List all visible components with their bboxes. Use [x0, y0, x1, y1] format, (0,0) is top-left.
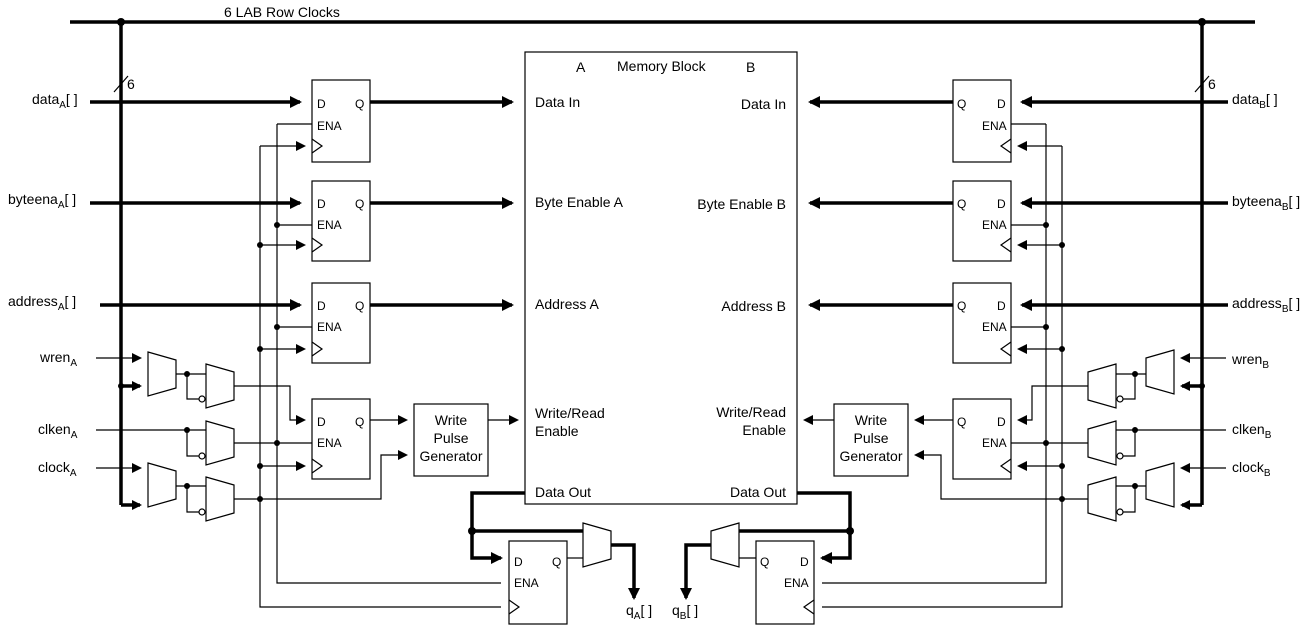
svg-text:Generator: Generator: [839, 448, 902, 464]
register-data-a: D Q ENA: [311, 79, 371, 163]
svg-text:D: D: [317, 97, 326, 111]
svg-text:Q: Q: [957, 97, 966, 111]
memory-block: [524, 51, 798, 505]
svg-text:ENA: ENA: [317, 218, 342, 232]
port-a-data-in-label: Data In: [535, 94, 580, 110]
register-wren-a: D Q ENA: [311, 398, 371, 480]
byteena-b-label: byteenaB[ ]: [1232, 193, 1300, 213]
svg-text:Write: Write: [435, 412, 468, 428]
mux-clock-b-2: [1087, 476, 1124, 522]
address-a-label: addressA[ ]: [8, 293, 76, 313]
svg-text:ENA: ENA: [982, 436, 1007, 450]
svg-text:Q: Q: [552, 555, 561, 569]
svg-text:Q: Q: [760, 555, 769, 569]
port-b-write-read-label: Write/Read: [716, 404, 786, 420]
port-a-data-out-label: Data Out: [535, 484, 591, 500]
svg-text:D: D: [997, 197, 1006, 211]
memory-block-title: Memory Block: [617, 58, 707, 74]
q-a-label: qA[ ]: [626, 602, 652, 622]
svg-text:Q: Q: [355, 415, 364, 429]
svg-text:Pulse: Pulse: [853, 430, 888, 446]
svg-text:ENA: ENA: [982, 218, 1007, 232]
mux-wren-a-2: [198, 363, 235, 409]
svg-text:ENA: ENA: [784, 576, 809, 590]
port-a-write-read-label: Write/Read: [535, 405, 605, 421]
left-wiring: [90, 96, 640, 608]
write-pulse-generator-b: Write Pulse Generator: [833, 403, 909, 477]
svg-text:Q: Q: [355, 299, 364, 313]
wren-a-label: wrenA: [39, 349, 77, 369]
lab-row-clocks-label: 6 LAB Row Clocks: [224, 4, 340, 20]
byteena-a-label: byteenaA[ ]: [8, 191, 76, 211]
port-b-byte-enable-label: Byte Enable B: [697, 196, 786, 212]
memory-port-b-header: B: [746, 59, 755, 75]
clken-b-label: clkenB: [1232, 421, 1272, 441]
address-b-label: addressB[ ]: [1232, 295, 1300, 315]
data-a-label: dataA[ ]: [32, 91, 78, 111]
register-byteena-b: Q D ENA: [952, 180, 1012, 262]
mux-clken-a: [198, 420, 235, 466]
svg-text:Q: Q: [355, 197, 364, 211]
register-wren-b: Q D ENA: [952, 398, 1012, 480]
svg-text:ENA: ENA: [317, 119, 342, 133]
write-pulse-generator-a: Write Pulse Generator: [413, 403, 489, 477]
port-a-address-label: Address A: [535, 296, 599, 312]
wren-b-label: wrenB: [1231, 351, 1269, 371]
port-a-enable-label: Enable: [535, 423, 579, 439]
svg-text:D: D: [317, 299, 326, 313]
svg-text:ENA: ENA: [982, 320, 1007, 334]
register-byteena-a: D Q ENA: [311, 180, 371, 262]
svg-text:D: D: [997, 299, 1006, 313]
port-b-address-label: Address B: [721, 298, 786, 314]
mux-clock-b: [1145, 462, 1175, 508]
svg-text:D: D: [997, 415, 1006, 429]
svg-text:Write: Write: [855, 412, 888, 428]
svg-text:Q: Q: [355, 97, 364, 111]
mux-clken-b: [1087, 420, 1124, 466]
svg-text:Generator: Generator: [419, 448, 482, 464]
svg-text:D: D: [514, 555, 523, 569]
register-output-a: D Q ENA: [508, 540, 568, 625]
data-b-label: dataB[ ]: [1232, 91, 1278, 111]
svg-text:D: D: [997, 97, 1006, 111]
right-wiring: [680, 96, 1228, 608]
port-b-enable-label: Enable: [742, 422, 786, 438]
mux-clock-a: [147, 462, 177, 508]
right-bus-width-slash: [1194, 75, 1210, 93]
q-b-label: qB[ ]: [672, 602, 698, 622]
register-output-b: Q D ENA: [755, 540, 815, 625]
svg-text:ENA: ENA: [317, 320, 342, 334]
left-bus-width-slash: [113, 75, 129, 93]
mux-clock-a-2: [198, 476, 235, 522]
register-data-b: Q D ENA: [952, 79, 1012, 163]
clock-b-label: clockB: [1232, 459, 1271, 479]
mux-wren-b: [1145, 349, 1175, 395]
svg-text:D: D: [317, 415, 326, 429]
svg-text:Q: Q: [957, 299, 966, 313]
memory-port-a-header: A: [576, 59, 586, 75]
svg-text:D: D: [800, 555, 809, 569]
svg-text:D: D: [317, 197, 326, 211]
port-b-data-in-label: Data In: [741, 96, 786, 112]
mux-output-b: [710, 522, 740, 568]
left-bus-width-label: 6: [127, 76, 135, 92]
svg-text:Pulse: Pulse: [433, 430, 468, 446]
register-address-a: D Q ENA: [311, 282, 371, 364]
port-b-data-out-label: Data Out: [730, 484, 786, 500]
port-a-byte-enable-label: Byte Enable A: [535, 194, 624, 210]
clock-a-label: clockA: [38, 459, 77, 479]
right-bus-width-label: 6: [1208, 76, 1216, 92]
svg-text:ENA: ENA: [514, 576, 539, 590]
clken-a-label: clkenA: [38, 421, 78, 441]
mux-wren-b-2: [1087, 363, 1124, 409]
mux-wren-a: [147, 351, 177, 397]
mux-output-a: [582, 522, 612, 568]
svg-text:Q: Q: [957, 197, 966, 211]
svg-text:Q: Q: [957, 415, 966, 429]
svg-text:ENA: ENA: [317, 436, 342, 450]
svg-text:ENA: ENA: [982, 119, 1007, 133]
register-address-b: Q D ENA: [952, 282, 1012, 364]
